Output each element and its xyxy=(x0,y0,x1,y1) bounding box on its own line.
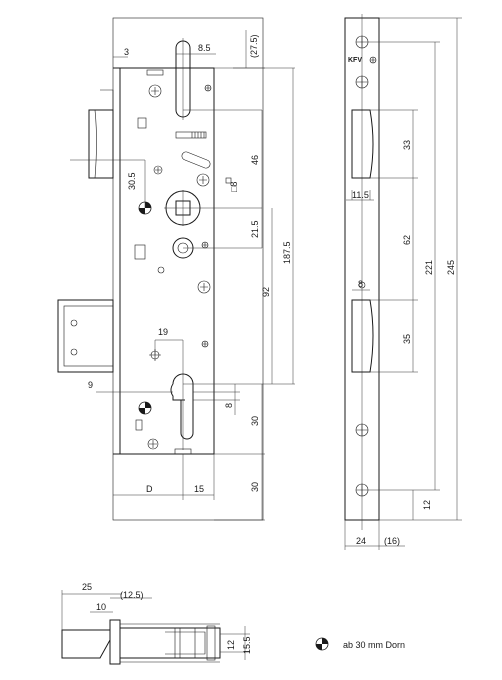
dim-30-upper: 30 xyxy=(250,416,260,426)
dim-12-5: (12.5) xyxy=(120,590,144,600)
dim-245: 245 xyxy=(446,260,456,275)
latch-opening xyxy=(351,109,374,179)
dim-16: (16) xyxy=(384,536,400,546)
dim-12-face: 12 xyxy=(422,500,432,510)
dim-15-5: 15.5 xyxy=(242,636,252,654)
dim-21-5: 21.5 xyxy=(250,220,260,238)
deadbolt-opening xyxy=(351,299,374,373)
dim-30-lower: 30 xyxy=(250,482,260,492)
dim-10: 10 xyxy=(96,602,106,612)
main-lock-view: 3 8.5 (27.5) 30.5 46 □8 21.5 187.5 92 19… xyxy=(57,17,295,521)
backset-symbol-icon xyxy=(315,637,329,651)
dim-19: 19 xyxy=(158,327,168,337)
dim-8: 8 xyxy=(224,403,234,408)
side-view: 25 (12.5) 10 12 15.5 xyxy=(61,582,252,665)
dim-square-8: □8 xyxy=(229,182,239,192)
cylinder-cutout xyxy=(172,373,194,440)
dim-27-5: (27.5) xyxy=(249,34,259,58)
dim-15: 15 xyxy=(194,484,204,494)
dim-35: 35 xyxy=(402,334,412,344)
brand-label: KFV xyxy=(348,57,362,64)
forend-outline xyxy=(112,17,264,521)
dim-33: 33 xyxy=(402,140,412,150)
dim-9: 9 xyxy=(88,380,93,390)
dim-30-5: 30.5 xyxy=(127,172,137,190)
dim-187-5: 187.5 xyxy=(282,241,292,264)
dim-3: 3 xyxy=(124,47,129,57)
faceplate-view: KFV xyxy=(344,14,462,550)
dim-46: 46 xyxy=(250,155,260,165)
dim-11-5: 11.5 xyxy=(352,190,369,200)
dim-24: 24 xyxy=(356,536,366,546)
dim-92: 92 xyxy=(261,287,271,297)
lock-case xyxy=(119,67,215,455)
dim-221: 221 xyxy=(424,260,434,275)
latch-bolt xyxy=(88,109,114,179)
dim-12-side: 12 xyxy=(226,640,236,650)
dim-d: D xyxy=(146,484,153,494)
legend-text: ab 30 mm Dorn xyxy=(343,640,405,650)
screw xyxy=(148,84,162,98)
side-latch xyxy=(61,629,111,659)
legend: ab 30 mm Dorn xyxy=(315,637,405,651)
dim-8-face: 8 xyxy=(358,279,363,289)
dim-8-5: 8.5 xyxy=(198,43,211,53)
deadbolt xyxy=(57,299,114,373)
dim-25: 25 xyxy=(82,582,92,592)
dim-62: 62 xyxy=(402,235,412,245)
backset-symbol-lower xyxy=(138,401,152,415)
